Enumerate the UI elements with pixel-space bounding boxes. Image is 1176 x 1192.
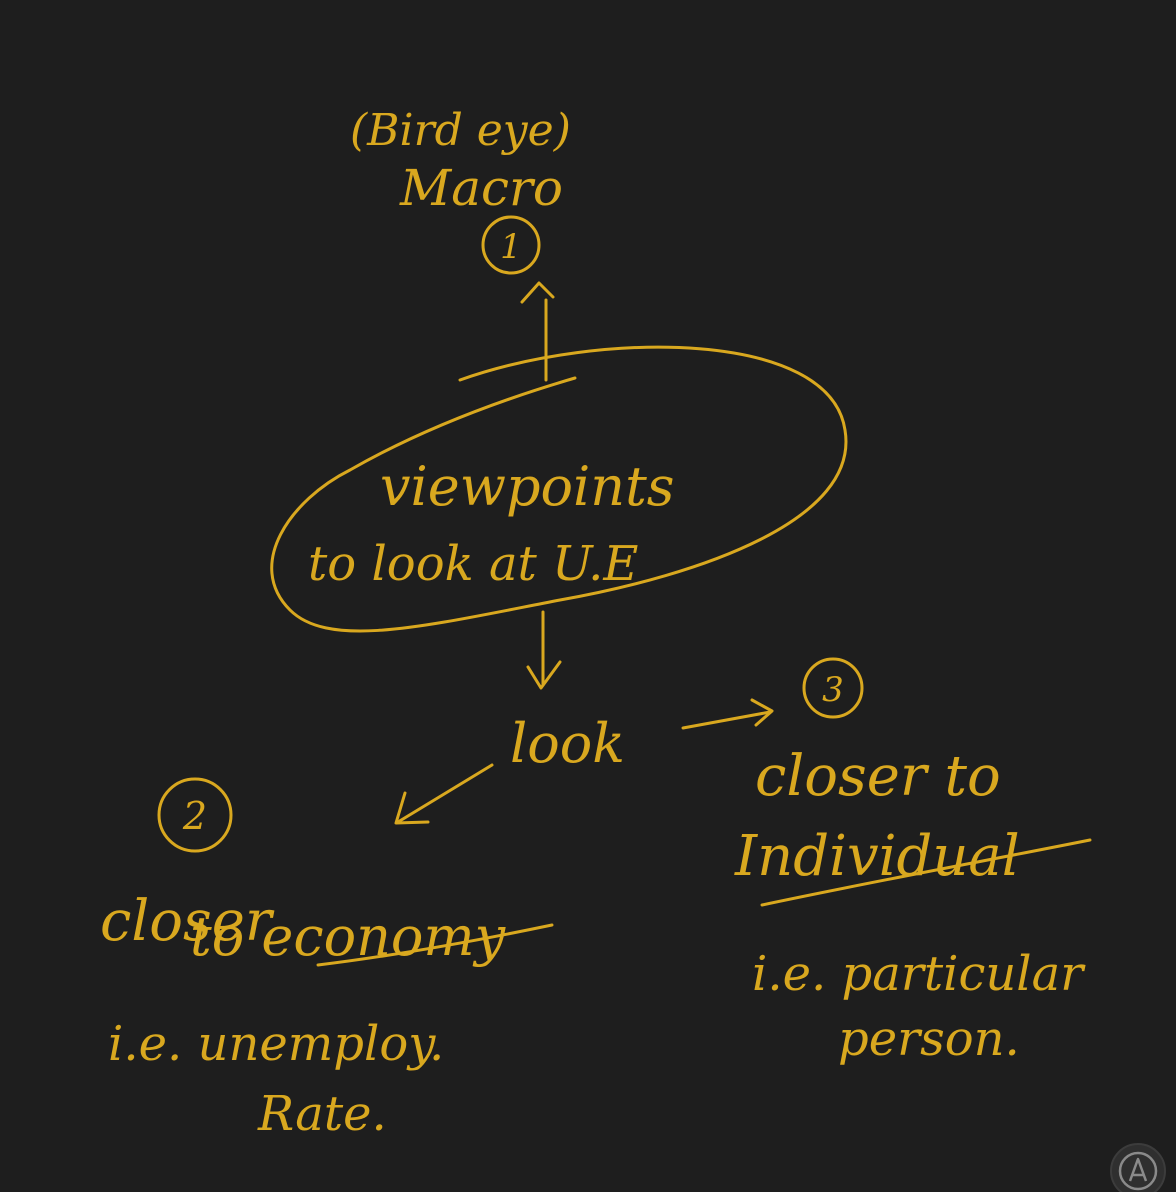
node-1-line-2: Macro — [399, 159, 563, 217]
pen-tool-icon — [1118, 1151, 1158, 1191]
node-3: 3 closer to Individual i.e. particular p… — [734, 657, 1092, 1067]
node-2-line-1: closer — [100, 889, 275, 954]
node-2-number-circle — [157, 777, 233, 853]
node-3-example-line-2: person. — [838, 1011, 1020, 1067]
node-3-line-2: Individual — [734, 824, 1020, 889]
node-2: 2 closer to economy i.e. unemploy. Rate. — [100, 777, 554, 1142]
arrow-left-head — [394, 791, 430, 825]
node-2-example-line-2: Rate. — [257, 1086, 387, 1142]
node-3-number: 3 — [822, 670, 844, 710]
look-label: look — [510, 712, 625, 775]
arrow-to-node-1 — [520, 281, 555, 382]
arrow-to-node-2 — [394, 763, 494, 825]
center-line-1: viewpoints — [380, 455, 675, 518]
arrow-left-shaft — [396, 763, 494, 824]
node-2-line-2: to economy — [190, 905, 507, 968]
arrow-to-node-3 — [681, 698, 774, 730]
arrow-to-look — [526, 610, 562, 690]
node-1: (Bird eye) Macro 1 — [350, 105, 571, 275]
center-line-2: to look at U.E — [308, 536, 638, 592]
node-2-example-line-1: i.e. unemploy. — [108, 1016, 444, 1072]
node-3-underline — [760, 838, 1092, 907]
node-1-line-1: (Bird eye) — [350, 105, 571, 156]
arrow-right-head — [750, 698, 774, 727]
node-2-underline — [316, 923, 554, 967]
center-ellipse — [270, 345, 848, 633]
arrow-down-head — [526, 660, 562, 690]
arrow-right-shaft — [681, 710, 772, 730]
center-node: viewpoints to look at U.E — [270, 345, 848, 633]
node-2-number: 2 — [182, 794, 207, 838]
node-1-number: 1 — [500, 227, 522, 267]
node-3-number-circle — [802, 657, 864, 719]
arrow-up-head — [520, 281, 555, 304]
node-3-line-1: closer to — [755, 744, 1001, 809]
node-1-number-circle — [481, 215, 541, 275]
node-3-example-line-1: i.e. particular — [752, 946, 1086, 1002]
pen-tool-button[interactable] — [1110, 1143, 1166, 1192]
